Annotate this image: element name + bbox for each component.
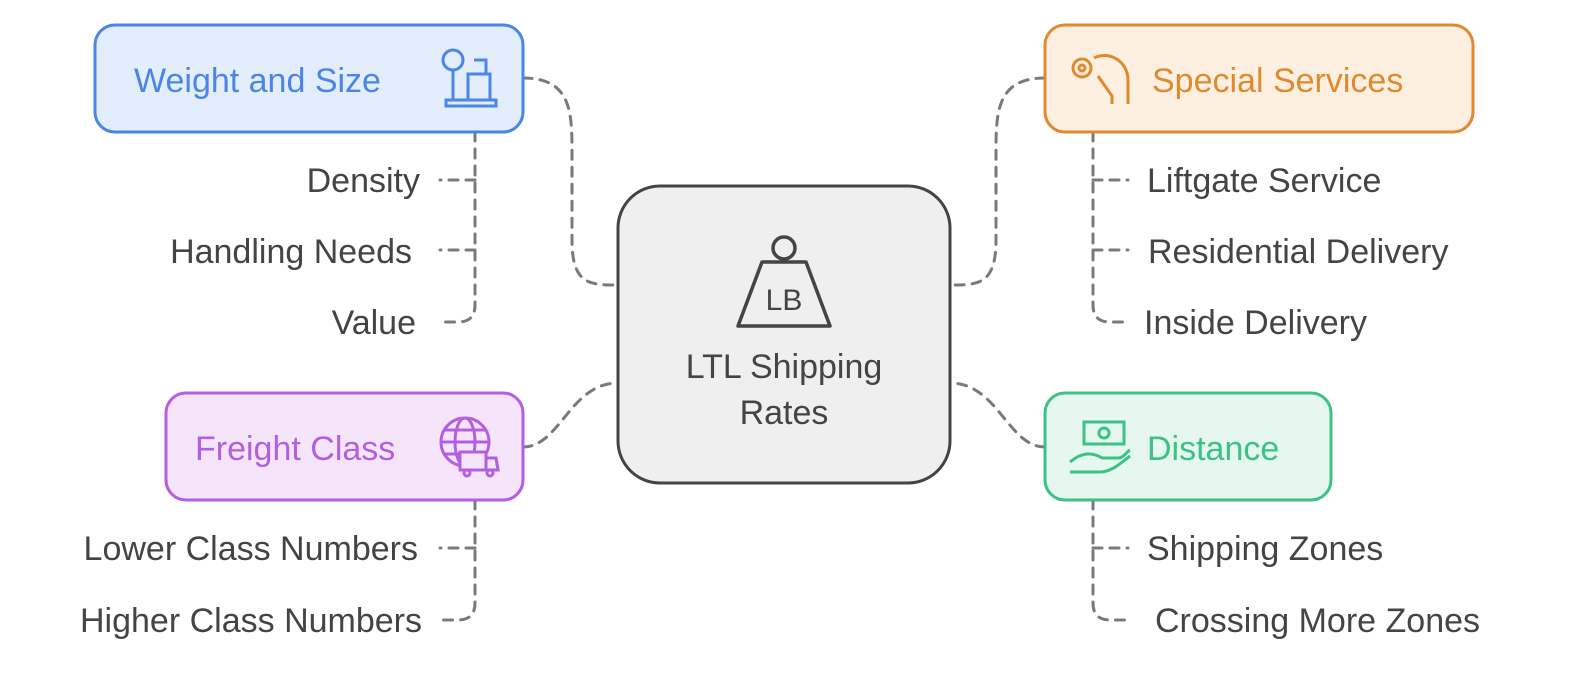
list-item: Crossing More Zones	[1155, 602, 1480, 640]
center-title-line1: LTL Shipping	[686, 348, 883, 386]
branch-special-services[interactable]: Special Services	[1043, 23, 1475, 134]
list-item: Value	[332, 304, 416, 342]
weight-lb-icon: LB	[736, 235, 832, 328]
branch-title: Weight and Size	[134, 62, 381, 100]
hand-money-icon	[1069, 420, 1131, 474]
list-item: Higher Class Numbers	[80, 602, 422, 640]
list-item: Density	[307, 162, 420, 200]
list-item: Shipping Zones	[1147, 530, 1383, 568]
branch-title: Freight Class	[195, 430, 395, 468]
list-item: Inside Delivery	[1144, 304, 1367, 342]
branch-title: Distance	[1147, 430, 1279, 468]
branch-distance[interactable]: Distance	[1043, 391, 1333, 502]
connectors	[438, 76, 1130, 622]
center-title-line2: Rates	[740, 394, 829, 432]
hand-gear-icon	[1071, 54, 1130, 104]
globe-truck-icon	[439, 416, 500, 478]
branch-title: Special Services	[1152, 62, 1403, 100]
list-item: Residential Delivery	[1148, 233, 1448, 271]
list-item: Lower Class Numbers	[84, 530, 418, 568]
list-item: Handling Needs	[170, 233, 412, 271]
scale-package-icon	[441, 48, 498, 108]
center-node: LB LTL Shipping Rates	[616, 184, 952, 485]
branch-weight-and-size[interactable]: Weight and Size	[93, 23, 525, 134]
svg-text:LB: LB	[766, 284, 803, 317]
list-item: Liftgate Service	[1147, 162, 1381, 200]
branch-freight-class[interactable]: Freight Class	[164, 391, 525, 502]
